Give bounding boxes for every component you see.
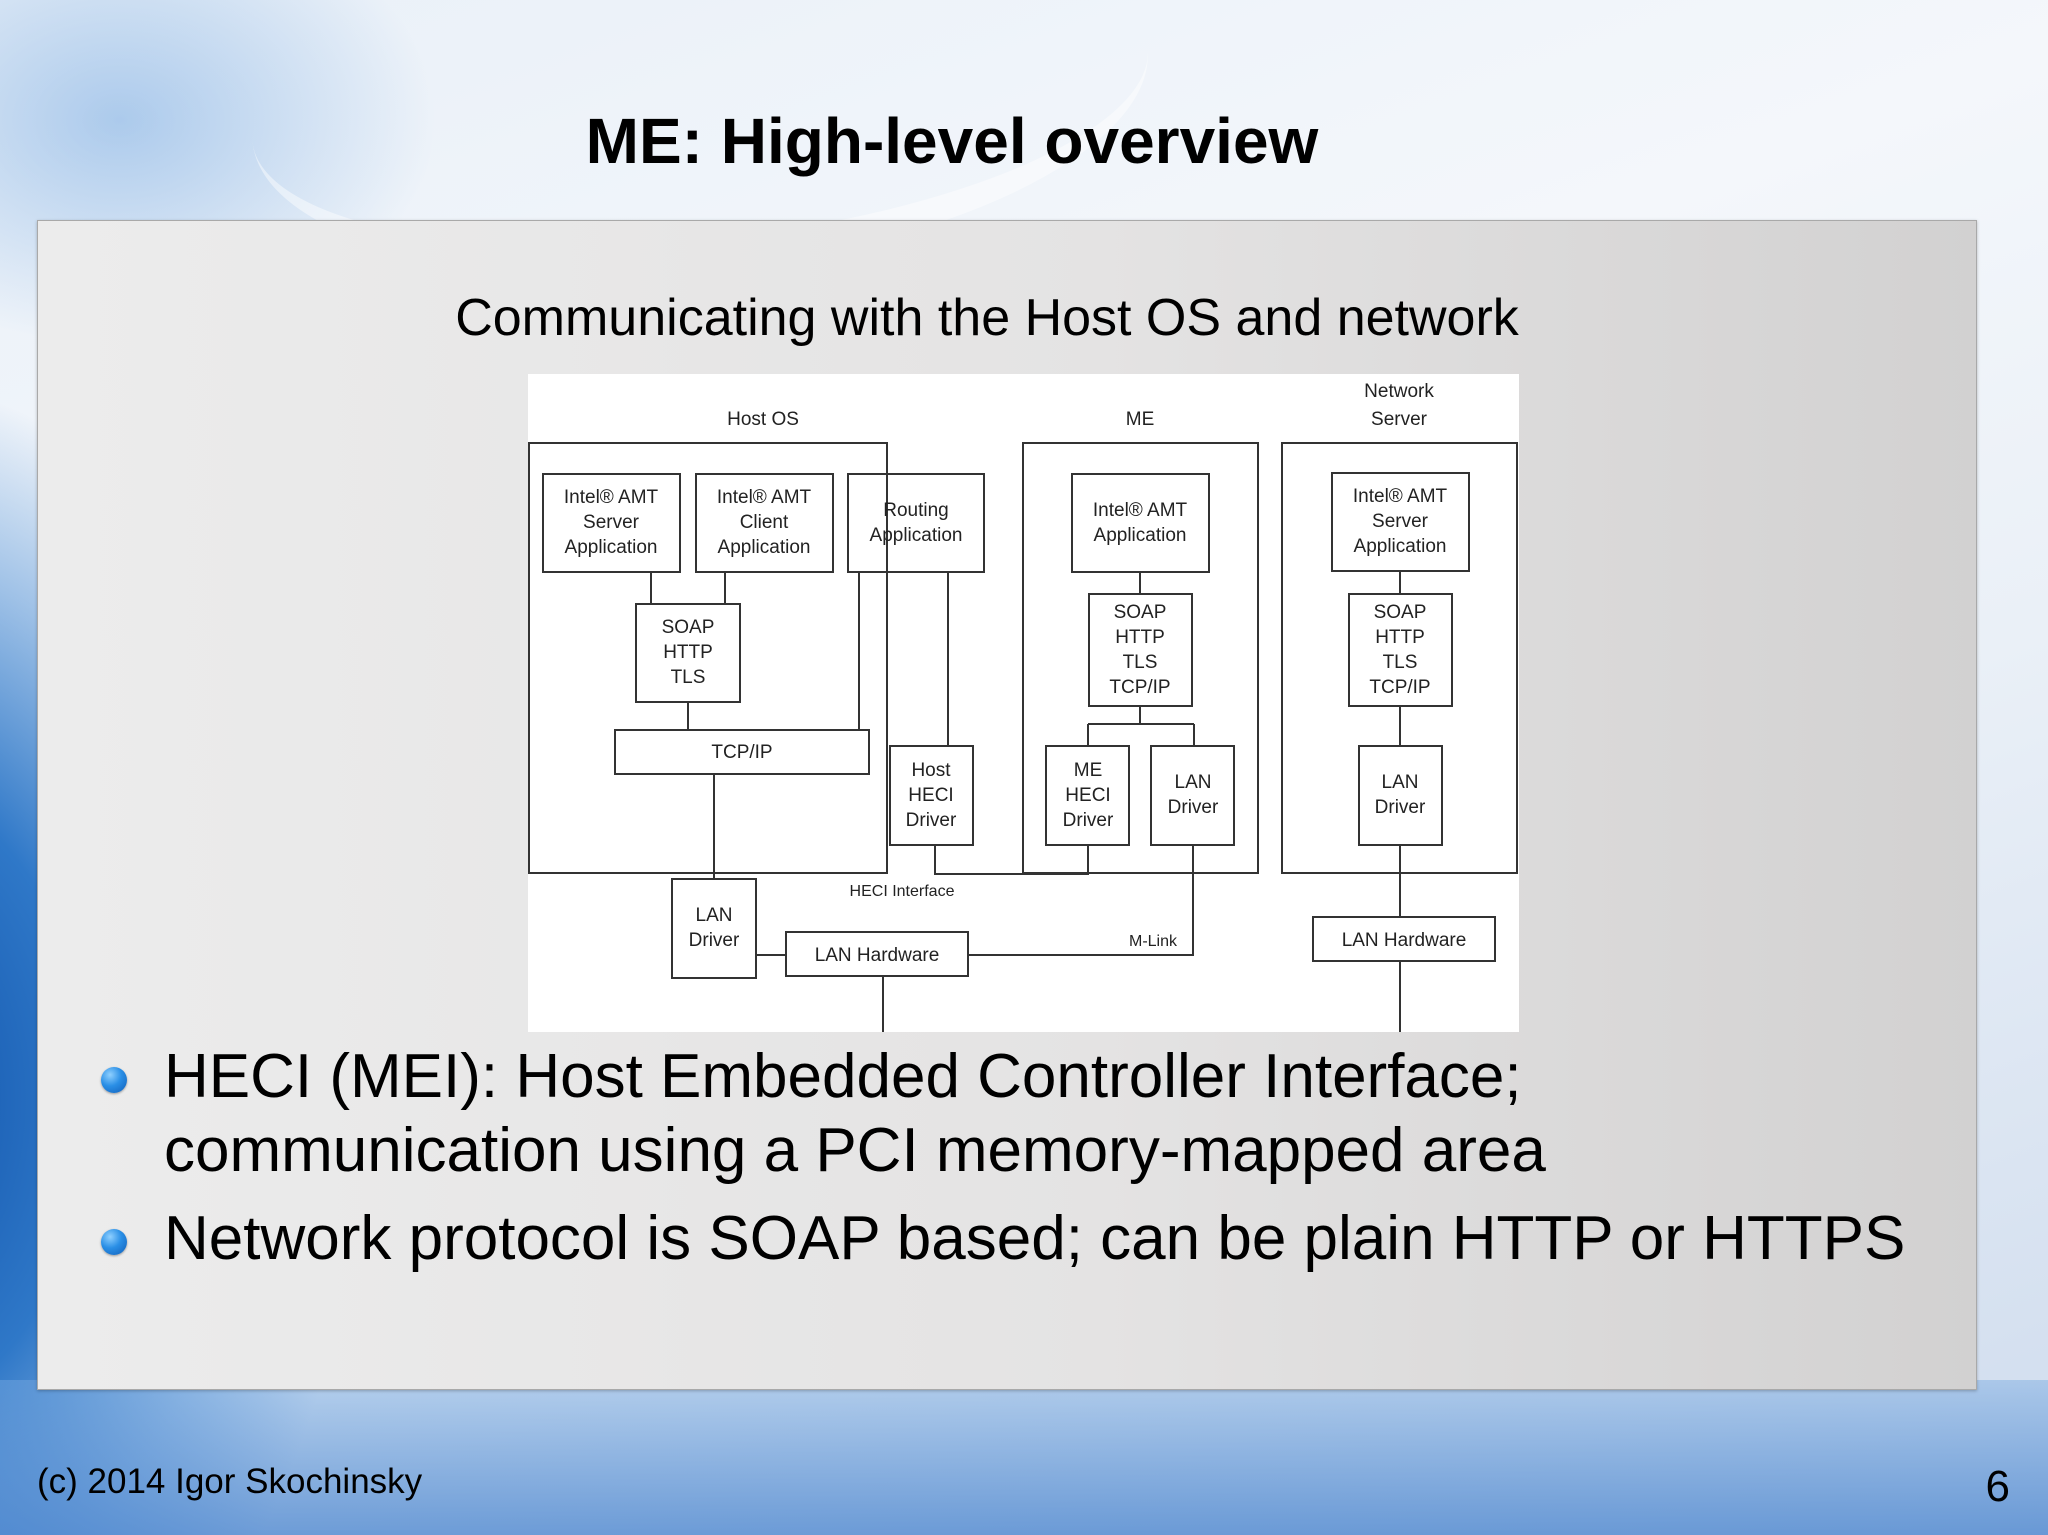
bullet-item: HECI (MEI): Host Embedded Controller Int… bbox=[100, 1040, 1930, 1188]
bullet-text: Network protocol is SOAP based; can be p… bbox=[164, 1204, 1906, 1273]
host-amt-server-app-label-3: Application bbox=[565, 537, 658, 558]
host-lan-hardware-label: LAN Hardware bbox=[815, 945, 940, 966]
host-amt-server-app-label-2: Server bbox=[583, 512, 640, 533]
host-http-label: HTTP bbox=[663, 642, 713, 663]
me-heci-driver-label-1: ME bbox=[1074, 760, 1103, 781]
me-panel bbox=[1022, 442, 1259, 874]
bullet-list: HECI (MEI): Host Embedded Controller Int… bbox=[100, 1040, 1930, 1290]
network-server-title-line2: Server bbox=[1371, 409, 1428, 430]
me-heci-driver-label-3: Driver bbox=[1063, 810, 1114, 831]
host-routing-app-box bbox=[847, 473, 985, 573]
net-soap-label: SOAP bbox=[1374, 602, 1427, 623]
host-heci-driver-label-2: HECI bbox=[908, 785, 953, 806]
host-amt-server-app-box bbox=[542, 473, 681, 573]
architecture-diagram-svg: Host OS ME Network Server Intel® AMT Ser… bbox=[528, 381, 1518, 1032]
net-amt-server-app-label-1: Intel® AMT bbox=[1353, 486, 1448, 507]
host-os-panel-title: Host OS bbox=[727, 409, 799, 430]
net-http-label: HTTP bbox=[1375, 627, 1425, 648]
host-heci-driver-box bbox=[889, 745, 974, 846]
me-lan-driver-label-1: LAN bbox=[1175, 772, 1212, 793]
me-amt-app-label-1: Intel® AMT bbox=[1093, 500, 1188, 521]
host-lan-driver-label-2: Driver bbox=[689, 930, 740, 951]
net-amt-server-app-label-3: Application bbox=[1354, 536, 1447, 557]
host-heci-driver-label-1: Host bbox=[911, 760, 951, 781]
net-tls-label: TLS bbox=[1383, 652, 1418, 673]
host-amt-client-app-box bbox=[695, 473, 834, 573]
network-server-title-line1: Network bbox=[1364, 381, 1434, 402]
network-cable-link bbox=[882, 961, 1401, 1032]
me-lan-driver-label-2: Driver bbox=[1168, 797, 1219, 818]
heci-interface-link bbox=[934, 845, 1089, 875]
m-link-label: M-Link bbox=[1129, 933, 1178, 950]
net-lan-driver-label-1: LAN bbox=[1382, 772, 1419, 793]
footer-copyright: (c) 2014 Igor Skochinsky bbox=[37, 1462, 423, 1501]
bullet-item: Network protocol is SOAP based; can be p… bbox=[100, 1202, 1930, 1276]
me-soap-label: SOAP bbox=[1114, 602, 1167, 623]
me-lan-driver-box bbox=[1150, 745, 1235, 846]
slide-title: ME: High-level overview bbox=[585, 105, 1319, 177]
host-amt-server-app-label-1: Intel® AMT bbox=[564, 487, 659, 508]
me-soap-to-drivers-link bbox=[1087, 706, 1195, 746]
net-lan-hardware-box bbox=[1312, 916, 1496, 962]
host-tls-label: TLS bbox=[671, 667, 706, 688]
page-number: 6 bbox=[1985, 1462, 2010, 1511]
host-os-panel bbox=[528, 442, 888, 874]
bullet-icon bbox=[101, 1067, 127, 1093]
me-tcpip-label: TCP/IP bbox=[1109, 677, 1170, 698]
architecture-diagram: Host OS ME Network Server Intel® AMT Ser… bbox=[528, 374, 1519, 1032]
host-lan-driver-label-1: LAN bbox=[696, 905, 733, 926]
host-amt-client-app-label-2: Client bbox=[740, 512, 789, 533]
diagram-subtitle: Communicating with the Host OS and netwo… bbox=[455, 289, 1519, 347]
net-lan-hardware-label: LAN Hardware bbox=[1342, 930, 1467, 951]
me-amt-app-label-2: Application bbox=[1094, 525, 1187, 546]
host-apps-to-soap-link bbox=[650, 572, 726, 604]
net-amt-server-app-label-2: Server bbox=[1372, 511, 1429, 532]
host-routing-app-label-2: Application bbox=[870, 525, 963, 546]
host-amt-client-app-label-3: Application bbox=[718, 537, 811, 558]
m-link bbox=[968, 845, 1194, 956]
me-tls-label: TLS bbox=[1123, 652, 1158, 673]
net-lan-driver-label-2: Driver bbox=[1375, 797, 1426, 818]
host-routing-app-label-1: Routing bbox=[883, 500, 949, 521]
me-amt-app-box bbox=[1071, 473, 1210, 573]
me-http-label: HTTP bbox=[1115, 627, 1165, 648]
me-heci-driver-label-2: HECI bbox=[1065, 785, 1110, 806]
heci-interface-label: HECI Interface bbox=[850, 883, 955, 900]
net-lan-driver-box bbox=[1358, 745, 1443, 846]
host-tcpip-box bbox=[614, 729, 870, 775]
bullet-icon bbox=[101, 1229, 127, 1255]
background-blue-bottom bbox=[0, 1380, 2048, 1535]
host-tcpip-label: TCP/IP bbox=[711, 742, 772, 763]
host-soap-label: SOAP bbox=[662, 617, 715, 638]
net-tcpip-label: TCP/IP bbox=[1369, 677, 1430, 698]
host-heci-driver-label-3: Driver bbox=[906, 810, 957, 831]
host-lan-driver-box bbox=[671, 878, 757, 979]
me-panel-title: ME bbox=[1126, 409, 1155, 430]
host-amt-client-app-label-1: Intel® AMT bbox=[717, 487, 812, 508]
bullet-text: HECI (MEI): Host Embedded Controller Int… bbox=[164, 1042, 1546, 1185]
